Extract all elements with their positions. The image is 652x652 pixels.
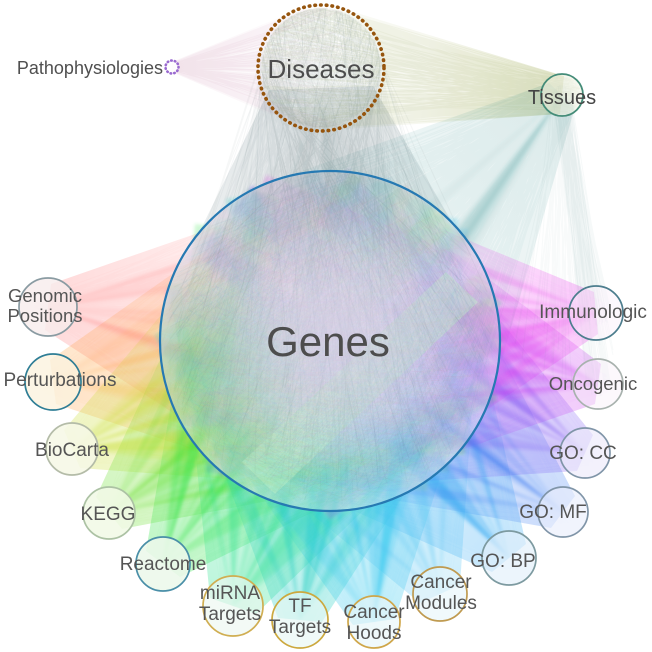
svg-text:Immunologic: Immunologic: [539, 302, 647, 323]
svg-text:Targets: Targets: [199, 604, 261, 625]
svg-text:Targets: Targets: [269, 617, 331, 638]
svg-text:Oncogenic: Oncogenic: [549, 373, 637, 394]
svg-text:GO: MF: GO: MF: [519, 502, 587, 523]
svg-text:Tissues: Tissues: [528, 87, 596, 109]
svg-text:Cancer: Cancer: [343, 602, 405, 623]
svg-text:KEGG: KEGG: [81, 504, 136, 525]
svg-text:Modules: Modules: [405, 593, 477, 614]
svg-text:Genomic: Genomic: [8, 285, 82, 306]
svg-text:Genes: Genes: [266, 318, 390, 365]
svg-text:BioCarta: BioCarta: [35, 440, 109, 461]
svg-text:Positions: Positions: [7, 305, 82, 326]
svg-text:Hoods: Hoods: [347, 623, 402, 644]
svg-text:Perturbations: Perturbations: [3, 370, 116, 391]
svg-text:GO: BP: GO: BP: [470, 551, 535, 572]
svg-text:TF: TF: [288, 596, 311, 617]
svg-text:GO: CC: GO: CC: [549, 443, 617, 464]
svg-text:Diseases: Diseases: [268, 54, 375, 84]
svg-text:Reactome: Reactome: [120, 554, 207, 575]
svg-text:Cancer: Cancer: [410, 572, 472, 593]
svg-text:Pathophysiologies: Pathophysiologies: [17, 58, 163, 78]
svg-text:miRNA: miRNA: [200, 583, 260, 604]
